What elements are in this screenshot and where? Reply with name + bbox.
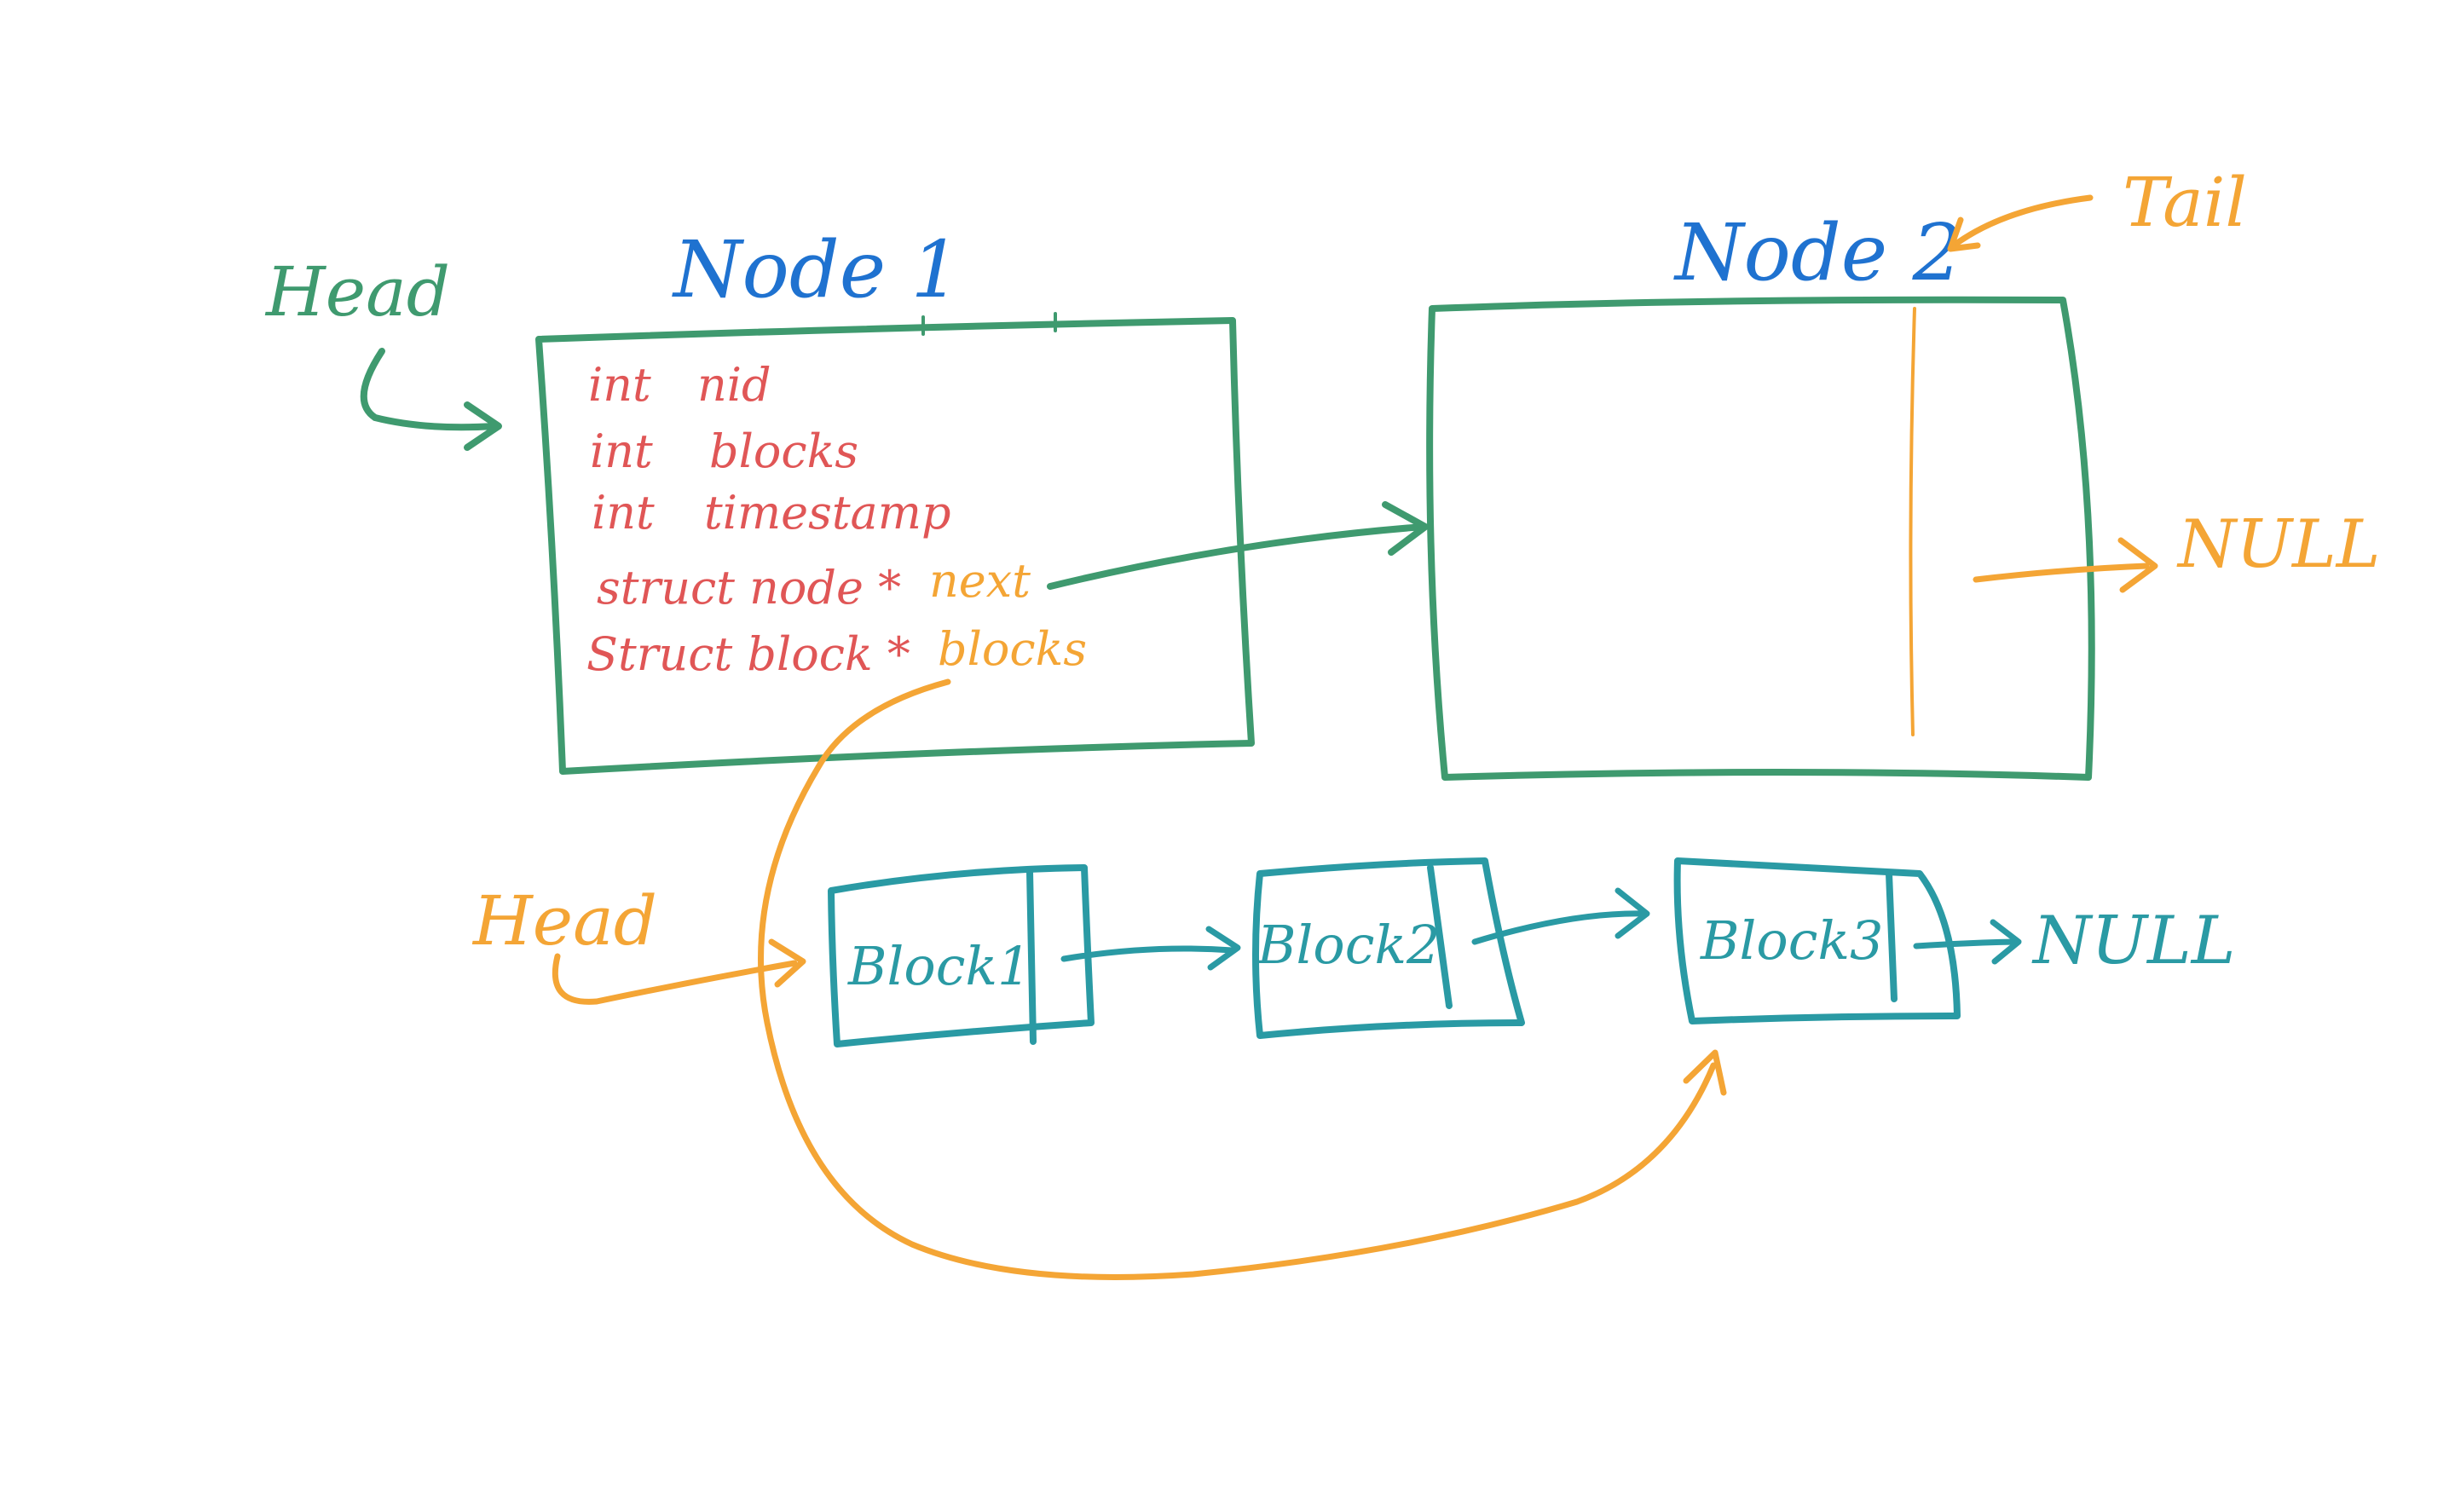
node-2: Node 2 — [1426, 207, 2095, 781]
blocks-pointer — [758, 678, 1727, 1280]
field-type: Struct block * — [586, 627, 910, 681]
block-2-label: Block2 — [1256, 914, 1440, 976]
node-head-arrow — [360, 348, 498, 431]
field-type: int — [588, 358, 651, 412]
arrowhead-icon — [1615, 887, 1650, 939]
node-null-arrow — [1973, 563, 2150, 583]
node-null-pointer: NULL — [1973, 506, 2381, 593]
field-type: int — [590, 424, 653, 478]
block-3-box — [1673, 857, 1961, 1024]
next-pointer — [1047, 501, 1429, 590]
node-1-title: Node 1 — [672, 224, 961, 315]
node-1-field: int timestamp — [592, 486, 951, 540]
node-1-field: int nid — [588, 358, 771, 412]
arrowhead-icon — [464, 401, 502, 451]
node-head-pointer: Head — [264, 252, 502, 451]
block-1-next-pointer — [1060, 926, 1241, 971]
field-name: timestamp — [704, 486, 951, 540]
node-2-box — [1426, 296, 2095, 781]
block-1-box — [828, 864, 1095, 1047]
field-name: nid — [697, 358, 771, 412]
node-1-box — [535, 317, 1255, 775]
arrowhead-icon — [1382, 501, 1429, 556]
block-2-box — [1252, 857, 1525, 1039]
arrowhead-icon — [1990, 919, 2022, 965]
tail-label: Tail — [2123, 163, 2247, 242]
block-1: Block1 — [828, 864, 1095, 1047]
node-head-label: Head — [264, 252, 450, 332]
block-2-next-pointer — [1471, 887, 1650, 945]
node-1-field: int blocks — [590, 424, 858, 478]
arrowhead-icon — [2117, 537, 2158, 593]
tail-pointer: Tail — [1947, 163, 2247, 252]
node-null-label: NULL — [2176, 506, 2381, 583]
block-head-pointer: Head — [471, 881, 806, 1005]
node-1: Node 1 int nid int blocks int timestamp … — [535, 224, 1255, 775]
block-2: Block2 — [1252, 857, 1525, 1039]
node-1-field: struct node * next — [597, 554, 1031, 615]
blocks-loop-arrow — [758, 678, 1717, 1280]
block-null-arrow — [1913, 938, 2019, 949]
block-3-divider — [1886, 870, 1898, 1002]
block-2-next-arrow — [1471, 910, 1647, 945]
field-name-next: next — [929, 554, 1031, 608]
node-1-field: Struct block * blocks — [586, 622, 1087, 681]
arrowhead-icon — [1947, 216, 1981, 252]
field-name: blocks — [709, 424, 858, 478]
field-type: int — [592, 486, 655, 540]
block-1-next-arrow — [1060, 945, 1236, 962]
block-head-arrow — [552, 953, 798, 1005]
block-null-pointer: NULL — [1913, 903, 2236, 979]
field-type: struct node * — [597, 561, 901, 615]
block-null-label: NULL — [2031, 903, 2236, 979]
block-head-label: Head — [471, 881, 657, 961]
block-1-label: Block1 — [847, 935, 1031, 997]
block-2-divider — [1427, 864, 1453, 1009]
arrowhead-icon — [1683, 1049, 1727, 1096]
next-arrow — [1047, 523, 1427, 590]
tail-arrow — [1950, 194, 2094, 249]
block-3: Block3 — [1673, 857, 1961, 1024]
node-2-divider — [1909, 307, 1916, 736]
node-2-title: Node 2 — [1673, 207, 1962, 298]
arrowhead-icon — [768, 938, 806, 988]
block-1-divider — [1026, 868, 1037, 1045]
field-name-blocks: blocks — [938, 622, 1087, 676]
block-3-label: Block3 — [1700, 909, 1883, 972]
arrowhead-icon — [1205, 926, 1241, 971]
